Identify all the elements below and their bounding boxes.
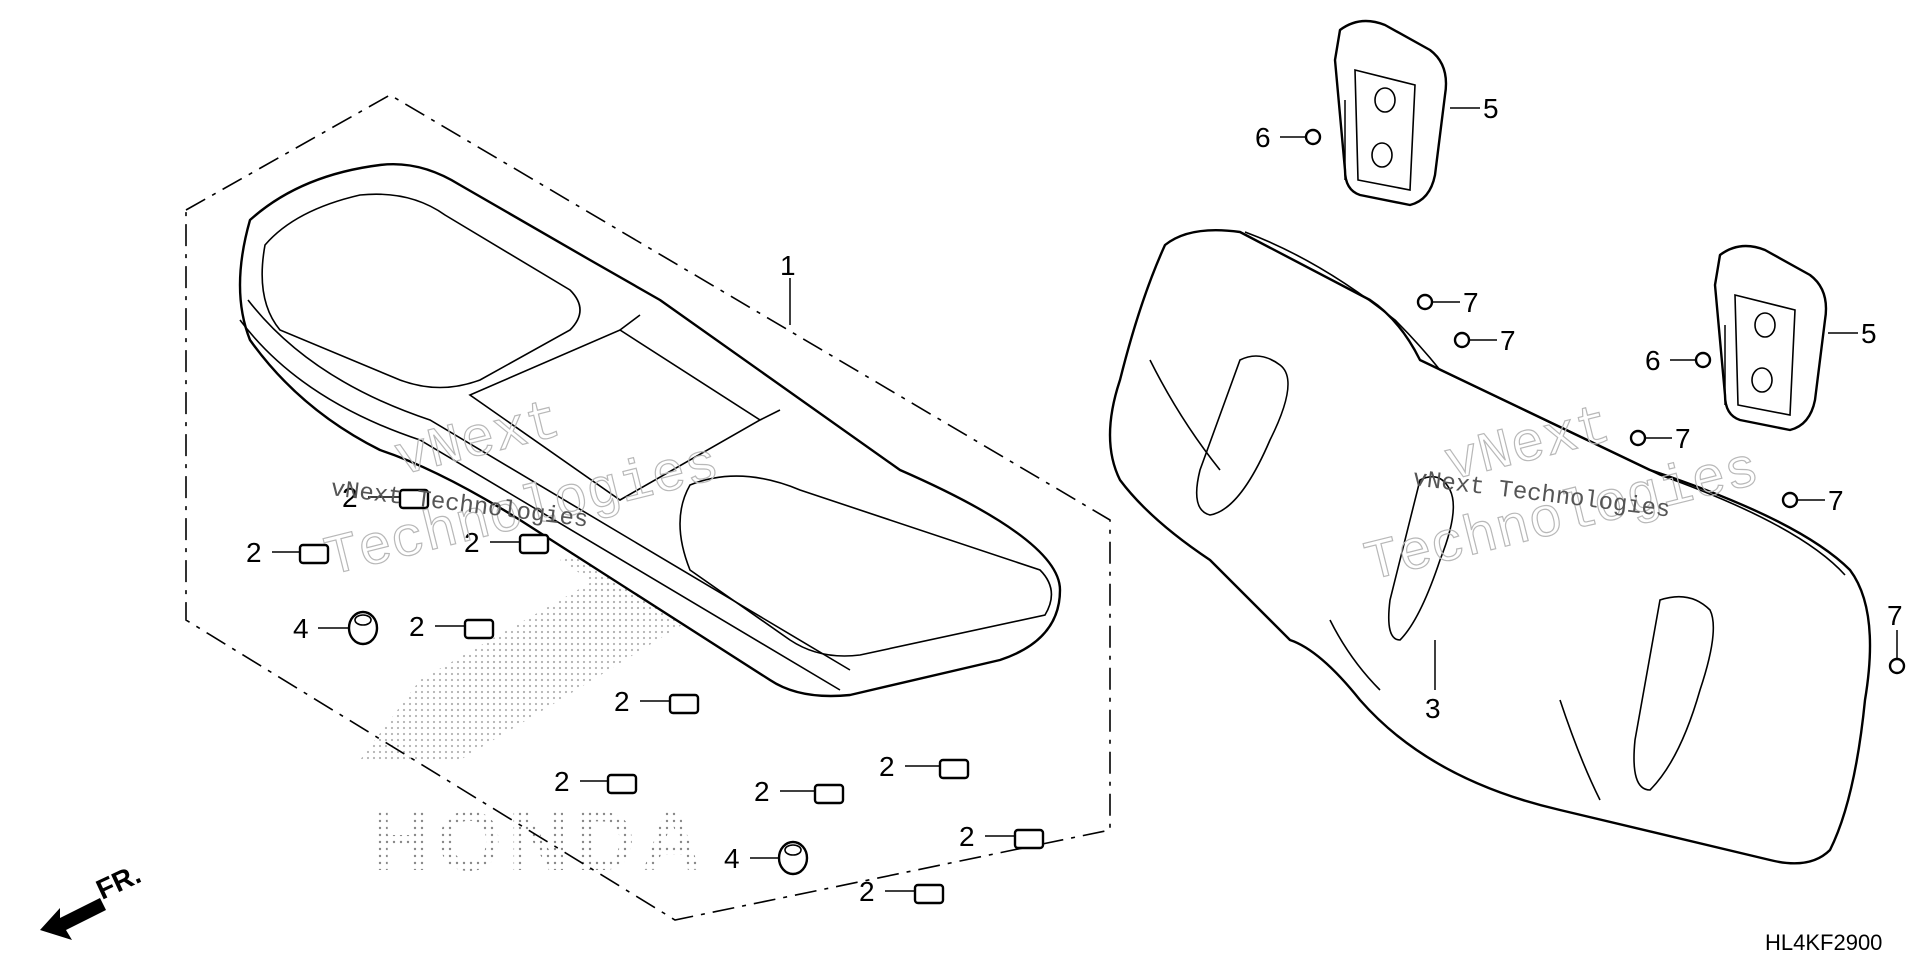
callout-4b: 4	[724, 843, 740, 874]
honda-watermark-text: HONDA	[370, 794, 708, 888]
front-arrow-icon	[40, 898, 106, 940]
grommet-4a[interactable]	[347, 610, 379, 646]
callout-1: 1	[780, 250, 796, 281]
bolt-7a[interactable]	[1416, 293, 1434, 311]
clip-2f[interactable]	[606, 773, 638, 795]
honda-logo-watermark: HONDA	[370, 794, 708, 888]
callout-3: 3	[1425, 693, 1441, 724]
callout-2i: 2	[959, 821, 975, 852]
bolt-7c[interactable]	[1629, 429, 1647, 447]
callout-2c: 2	[464, 527, 480, 558]
callout-2f: 2	[554, 766, 570, 797]
callout-5-lower: 5	[1861, 318, 1877, 349]
callout-2g: 2	[754, 776, 770, 807]
clip-parts	[298, 488, 1045, 905]
grommet-4b[interactable]	[777, 840, 809, 876]
clip-2c[interactable]	[518, 533, 550, 555]
bolt-7e[interactable]	[1888, 657, 1906, 675]
clip-2g[interactable]	[813, 783, 845, 805]
clip-2i[interactable]	[1013, 828, 1045, 850]
clip-2e[interactable]	[668, 693, 700, 715]
callout-7a: 7	[1463, 287, 1479, 318]
seat-back-part[interactable]	[1108, 229, 1872, 865]
callout-2d: 2	[409, 611, 425, 642]
callout-2b: 2	[246, 537, 262, 568]
callout-2h: 2	[879, 751, 895, 782]
callout-6-lower: 6	[1645, 345, 1661, 376]
callout-labels: 1 3 5 5 6 6 7 7 7 7 7 2 2 2 2 2 2 2 2 2 …	[246, 93, 1903, 907]
bolt-6a[interactable]	[1304, 128, 1322, 146]
callout-2a: 2	[342, 482, 358, 513]
callout-7b: 7	[1500, 325, 1516, 356]
bolt-6b[interactable]	[1694, 351, 1712, 369]
group-boundary-dashed	[185, 94, 1111, 921]
clip-2j[interactable]	[913, 883, 945, 905]
callout-4a: 4	[293, 613, 309, 644]
diagram-code: HL4KF2900	[1765, 930, 1882, 955]
clip-2a[interactable]	[398, 488, 430, 510]
headrest-lower-part[interactable]	[1713, 244, 1828, 432]
leader-lines	[272, 100, 1898, 892]
callout-7d: 7	[1828, 485, 1844, 516]
callout-6-upper: 6	[1255, 122, 1271, 153]
callout-5-upper: 5	[1483, 93, 1499, 124]
callout-7c: 7	[1675, 423, 1691, 454]
callout-2e: 2	[614, 686, 630, 717]
clip-2h[interactable]	[938, 758, 970, 780]
bolt-7d[interactable]	[1781, 491, 1799, 509]
callout-2j: 2	[859, 876, 875, 907]
front-direction-arrow: FR.	[40, 858, 145, 940]
callout-7e: 7	[1887, 600, 1903, 631]
headrest-upper-part[interactable]	[1333, 19, 1448, 207]
seat-cushion-part[interactable]	[238, 163, 1062, 698]
clip-2d[interactable]	[463, 618, 495, 640]
bolt-7b[interactable]	[1453, 331, 1471, 349]
clip-2b[interactable]	[298, 543, 330, 565]
